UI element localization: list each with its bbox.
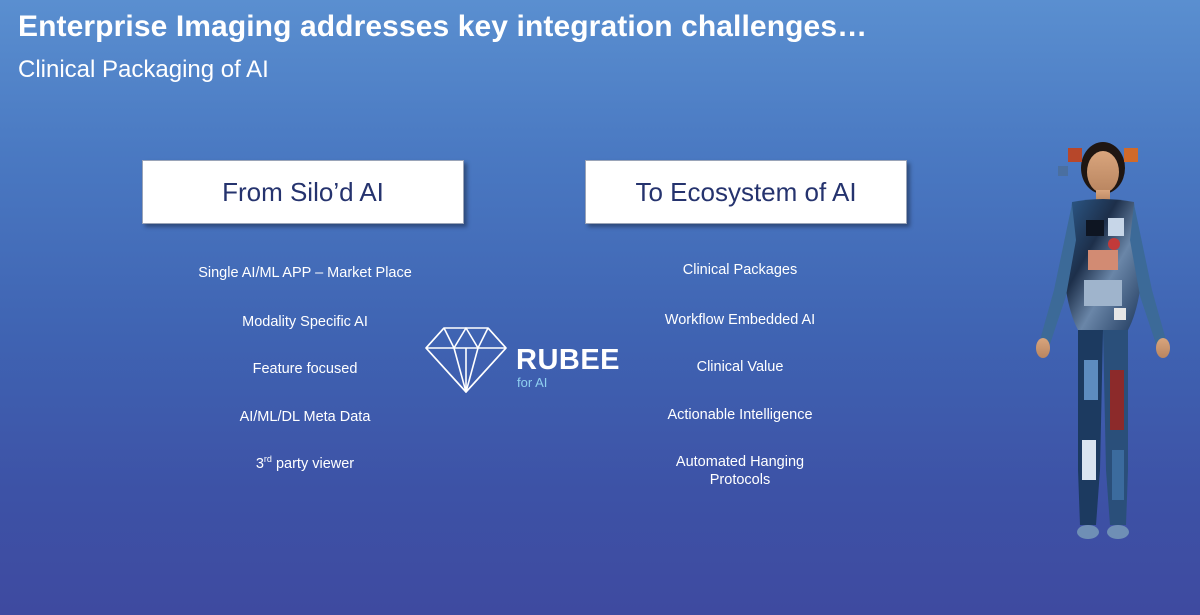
- slide-subtitle: Clinical Packaging of AI: [18, 56, 269, 83]
- left-item: Single AI/ML APP – Market Place: [198, 265, 412, 281]
- right-item-line: Protocols: [709, 472, 771, 488]
- left-item: 3rd party viewer: [150, 455, 460, 473]
- left-item: AI/ML/DL Meta Data: [239, 409, 371, 425]
- diamond-icon: [425, 327, 507, 393]
- to-ecosystem-ai-heading: To Ecosystem of AI: [635, 176, 857, 207]
- right-item: Workflow Embedded AI: [664, 312, 816, 328]
- right-item-line: Automated Hanging: [675, 454, 805, 470]
- rubee-logo: RUBEE for AI: [424, 322, 624, 396]
- rubee-wordmark: RUBEE: [516, 344, 621, 376]
- right-item: Actionable Intelligence: [667, 407, 813, 423]
- from-siloed-ai-heading: From Silo’d AI: [222, 176, 384, 207]
- left-item-suffix: party viewer: [271, 456, 355, 472]
- right-item: Clinical Packages: [682, 262, 798, 278]
- human-body-imaging-collage: [1036, 142, 1170, 539]
- slide-title: Enterprise Imaging addresses key integra…: [18, 10, 868, 43]
- right-item: Clinical Value: [696, 359, 784, 375]
- left-item: Modality Specific AI: [242, 314, 368, 330]
- left-item-superscript: rd: [263, 454, 272, 465]
- from-siloed-ai-box: From Silo’d AI: [142, 160, 464, 224]
- left-item-prefix: 3: [255, 456, 264, 472]
- right-item: Automated Hanging Protocols: [590, 453, 890, 489]
- left-item: Feature focused: [252, 361, 358, 377]
- to-ecosystem-ai-box: To Ecosystem of AI: [585, 160, 907, 224]
- rubee-tagline: for AI: [517, 375, 548, 390]
